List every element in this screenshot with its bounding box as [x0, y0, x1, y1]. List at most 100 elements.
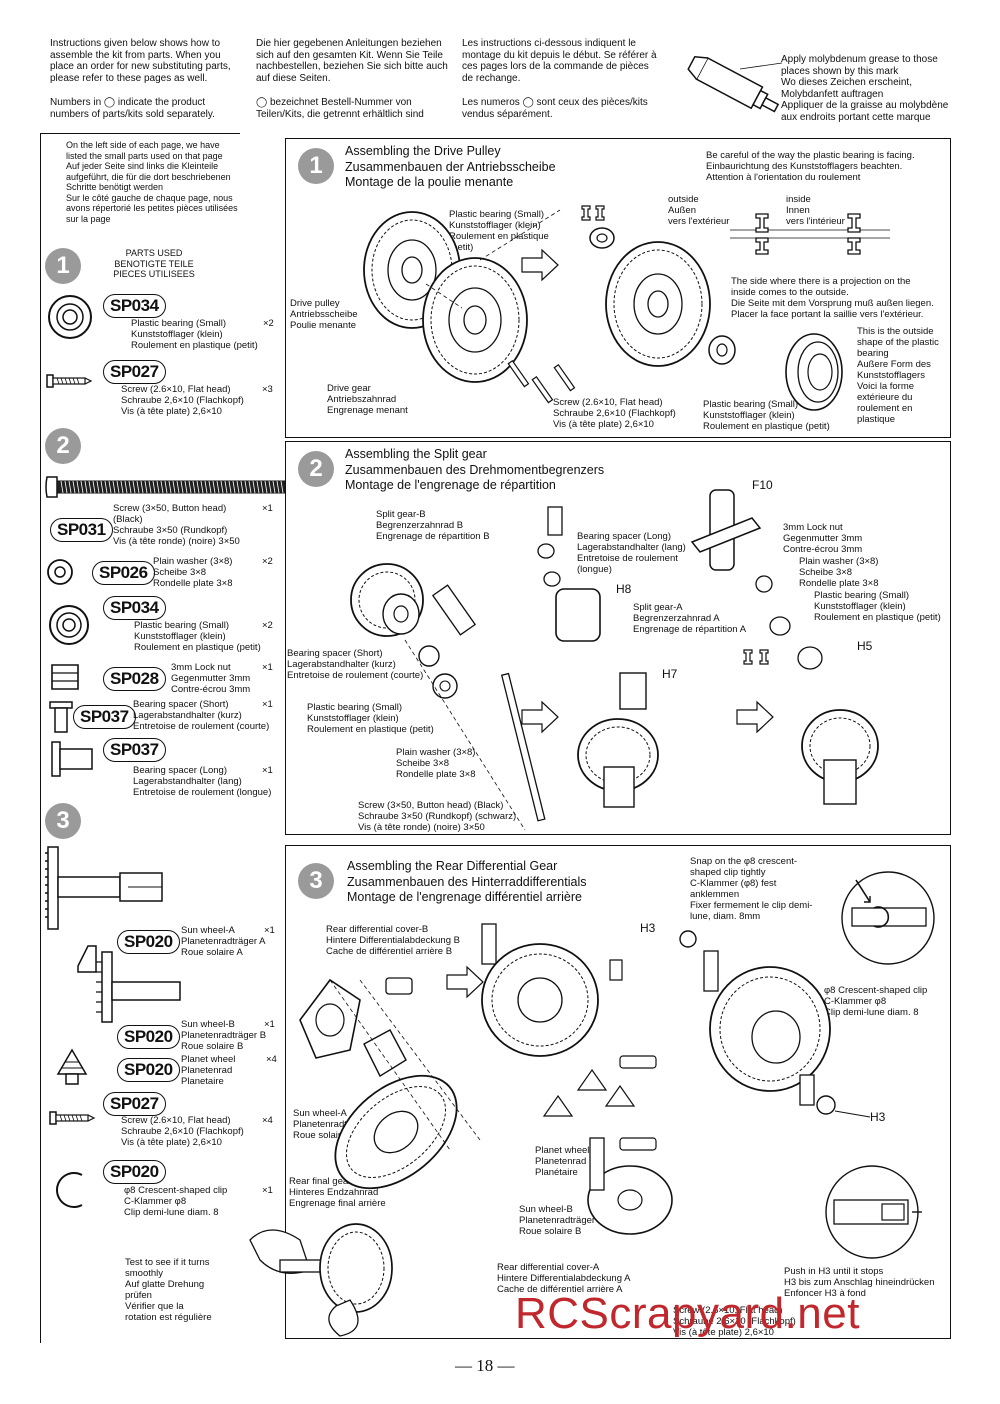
- split-gear-a-drawing: [537, 506, 659, 808]
- part-desc: Screw (3×50, Button head) (Black) Schrau…: [113, 503, 240, 547]
- parts-used-heading: PARTS USED BENOTIGTE TEILE PIECES UTILIS…: [113, 248, 195, 279]
- part-code-sp020: SP020: [117, 1025, 180, 1049]
- bearing-exploded-drawing: [581, 205, 615, 249]
- snap-clip-note: Snap on the φ8 crescent- shaped clip tig…: [690, 856, 813, 922]
- step-3-marker: 3: [298, 863, 334, 899]
- plastic-bearing-label-2: Plastic bearing (Small) Kunststofflager …: [814, 590, 941, 623]
- step-2-marker: 2: [298, 451, 334, 487]
- part-qty: ×4: [266, 1054, 277, 1065]
- part-code-sp020: SP020: [103, 1160, 166, 1184]
- part-code-sp034: SP034: [103, 294, 166, 318]
- h3-label-2: H3: [870, 1110, 886, 1124]
- page-number: — 18 —: [455, 1356, 515, 1375]
- grease-tube-icon: [687, 55, 780, 113]
- part-code-sp027: SP027: [103, 1092, 166, 1116]
- step-2-panel: [285, 441, 951, 835]
- bearing-orientation-note: Be careful of the way the plastic bearin…: [706, 150, 915, 183]
- plain-washer-label-2: Plain washer (3×8) Scheibe 3×8 Rondelle …: [799, 556, 879, 589]
- h7-label: H7: [662, 667, 678, 681]
- plain-washer-label: Plain washer (3×8) Scheibe 3×8 Rondelle …: [396, 747, 476, 780]
- part-qty: ×2: [263, 318, 274, 329]
- step-1-title: Assembling the Drive Pulley Zusammenbaue…: [345, 144, 556, 189]
- cover-b-label: Rear differential cover-B Hintere Differ…: [326, 924, 460, 957]
- screw-label: Screw (2.6×10, Flat head) Schraube 2,6×1…: [673, 1305, 796, 1338]
- part-desc: Bearing spacer (Long) Lagerabstandhalter…: [133, 765, 272, 798]
- part-code-sp037: SP037: [103, 738, 166, 762]
- sidebar-top-rule: [40, 133, 240, 134]
- arrow-right-icon: [446, 965, 484, 999]
- planet-wheel-icon: [56, 1048, 88, 1085]
- bearing-spacer-long-icon: [51, 741, 93, 777]
- crescent-clip-label: φ8 Crescent-shaped clip C-Klammer φ8 Cli…: [824, 985, 928, 1018]
- long-screw-label: Screw (3×50, Button head) (Black) Schrau…: [358, 800, 517, 833]
- long-button-head-screw-icon: [45, 476, 286, 498]
- clip-detail-drawing: [841, 871, 935, 965]
- screw-label: Screw (2.6×10, Flat head) Schraube 2,6×1…: [553, 397, 676, 430]
- rear-differential-exploded-drawing: [299, 977, 481, 1190]
- part-qty: ×1: [264, 1019, 275, 1030]
- bearing-spacer-long-label: Bearing spacer (Long) Lagerabstandhalter…: [577, 531, 686, 575]
- h3-label: H3: [640, 921, 656, 935]
- part-code-sp020: SP020: [117, 930, 180, 954]
- part-code-sp028: SP028: [103, 667, 166, 691]
- intro-en: Instructions given below shows how to as…: [50, 38, 231, 84]
- split-gear-final-drawing: [743, 575, 879, 805]
- grease-leader-line: [739, 62, 783, 70]
- drive-pulley-label: Drive pulley Antriebsscheibe Poulie mena…: [290, 298, 358, 331]
- part-qty: ×4: [262, 1115, 273, 1126]
- arrow-right-icon: [736, 700, 774, 734]
- drive-pulley-assembled-drawing: [605, 241, 736, 367]
- plastic-bearing-icon: [49, 605, 89, 645]
- f10-tool-drawing: [690, 489, 762, 571]
- cover-a-label: Rear differential cover-A Hintere Differ…: [497, 1262, 631, 1295]
- push-h3-detail-drawing: [825, 1165, 922, 1259]
- bearing-spacer-short-label: Bearing spacer (Short) Lagerabstandhalte…: [287, 648, 424, 681]
- grease-note: Apply molybdenum grease to those places …: [781, 54, 949, 123]
- part-qty: ×1: [262, 1185, 273, 1196]
- part-desc: Sun wheel-A Planetenradträger A Roue sol…: [181, 925, 266, 958]
- split-gear-b-drawing: [350, 563, 526, 831]
- differential-assembled-drawing: [679, 930, 871, 1118]
- part-desc: Plastic bearing (Small) Kunststofflager …: [131, 318, 258, 351]
- part-desc: Planet wheel Planetenrad Planetaire: [181, 1054, 236, 1087]
- part-desc: Screw (2.6×10, Flat head) Schraube 2,6×1…: [121, 1115, 244, 1148]
- part-qty: ×1: [262, 765, 273, 776]
- plastic-bearing-label: Plastic bearing (Small) Kunststofflager …: [449, 209, 549, 253]
- part-code-sp037: SP037: [73, 705, 136, 729]
- plastic-bearing-label-2: Plastic bearing (Small) Kunststofflager …: [703, 399, 830, 432]
- inside-label: inside Innen vers l'intérieur: [786, 194, 845, 227]
- bearing-outside-shape-drawing: [785, 333, 843, 411]
- part-code-sp031: SP031: [50, 518, 113, 542]
- sidebar-step-3-marker: 3: [45, 803, 81, 839]
- part-desc: Plain washer (3×8) Scheibe 3×8 Rondelle …: [153, 556, 233, 589]
- f10-label: F10: [752, 478, 773, 492]
- sun-wheel-a-icon: [45, 846, 163, 930]
- long-screw-drawing: [500, 672, 546, 822]
- drive-gear-label: Drive gear Antriebszahnrad Engrenage men…: [327, 383, 408, 416]
- push-h3-note: Push in H3 until it stops H3 bis zum Ans…: [784, 1266, 935, 1299]
- projection-note: The side where there is a projection on …: [731, 276, 934, 320]
- part-desc: Bearing spacer (Short) Lagerabstandhalte…: [133, 699, 270, 732]
- arrow-right-icon: [521, 248, 559, 282]
- sidebar-intro: On the left side of each page, we have l…: [66, 140, 238, 224]
- sun-wheel-b-icon: [77, 945, 181, 1023]
- sidebar-step-1-marker: 1: [45, 248, 81, 284]
- h5-label: H5: [857, 639, 873, 653]
- test-rotation-note: Test to see if it turns smoothly Auf gla…: [125, 1257, 212, 1323]
- part-desc: Screw (2.6×10, Flat head) Schraube 2,6×1…: [121, 384, 244, 417]
- sidebar-divider: [40, 133, 41, 1343]
- part-qty: ×2: [262, 620, 273, 631]
- drive-pulley-exploded-drawing: [363, 209, 576, 404]
- part-qty: ×1: [262, 699, 273, 710]
- outside-label: outside Außen vers l'extérieur: [668, 194, 730, 227]
- bearing-orientation-diagram: [730, 213, 890, 255]
- rear-final-gear-label: Rear final gear Hinteres Endzahnrad Engr…: [289, 1176, 386, 1209]
- plastic-bearing-icon: [48, 295, 92, 339]
- outside-shape-note: This is the outside shape of the plastic…: [857, 326, 939, 425]
- differential-center-drawing: [481, 923, 673, 1235]
- h8-label: H8: [616, 582, 632, 596]
- flat-head-screw-icon: [46, 374, 93, 388]
- step-1-panel: [285, 138, 951, 438]
- product-number-note-de: ◯ bezeichnet Bestell-Nummer von Teilen/K…: [256, 97, 424, 120]
- part-desc: Plastic bearing (Small) Kunststofflager …: [134, 620, 261, 653]
